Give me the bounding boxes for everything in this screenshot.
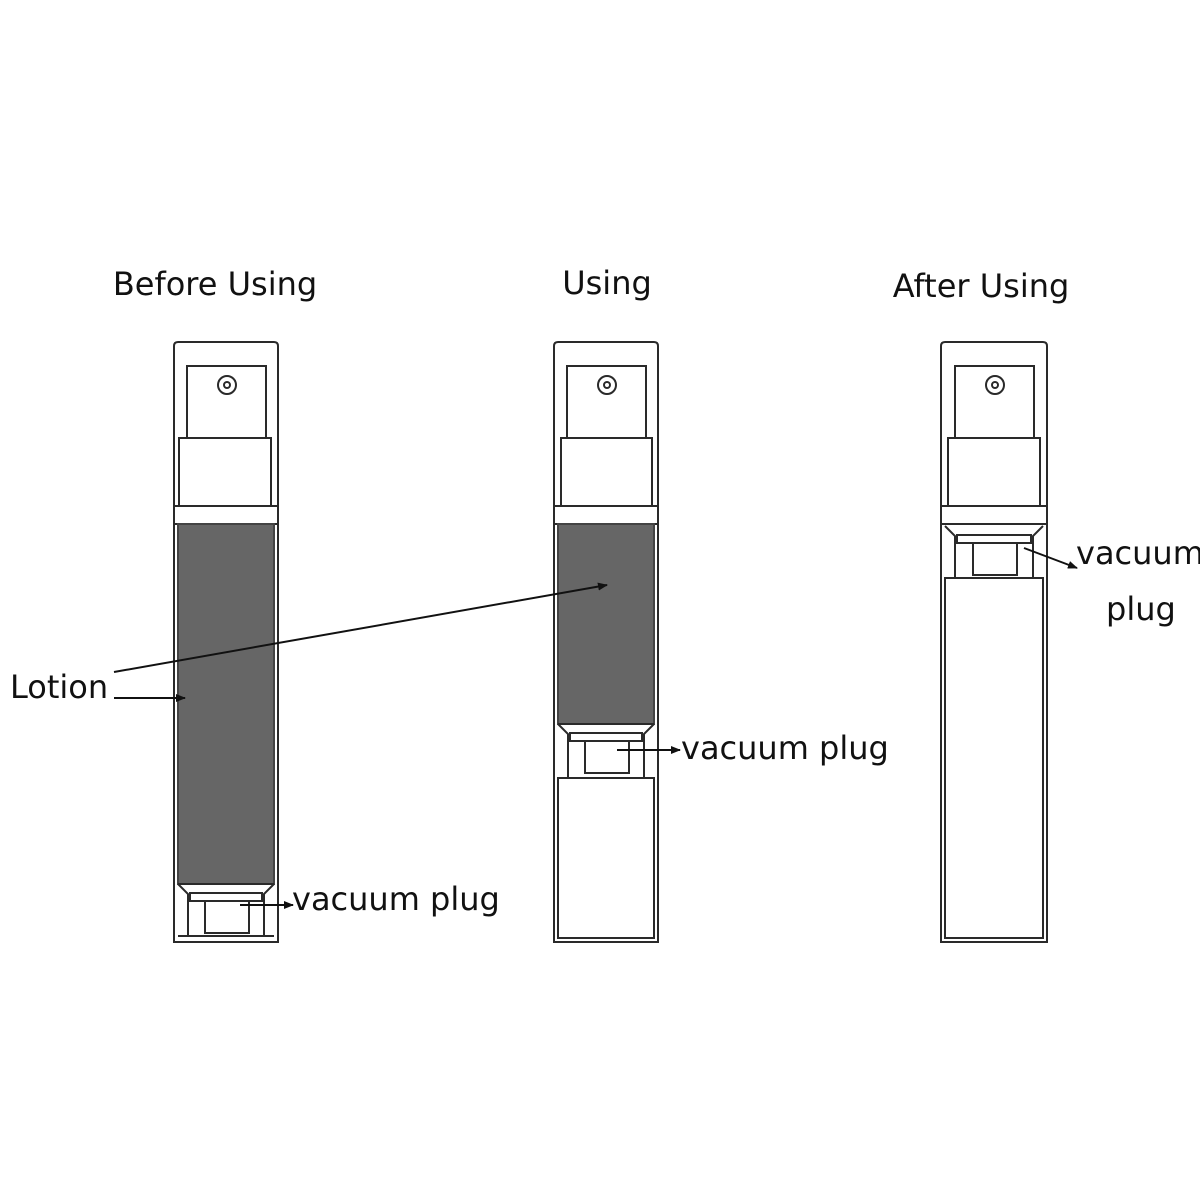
bottle-using [553,341,659,943]
bottle-before-using [173,341,279,943]
pump-collar [178,437,272,507]
nozzle-icon [217,375,237,395]
nozzle-hole [991,381,999,389]
pump-collar [947,437,1041,507]
vacuum-plug-before [177,883,275,937]
vacuum-plug-label-after-line1: vacuum [1076,534,1200,572]
nozzle-icon [597,375,617,395]
nozzle-icon [985,375,1005,395]
vacuum-plug-label-after-line2: plug [1106,590,1176,628]
nozzle-hole [223,381,231,389]
lotion-label: Lotion [10,668,108,706]
vacuum-plug-after [944,525,1044,579]
bottle-after-using [940,341,1048,943]
panel-title-using: Using [562,264,652,302]
vacuum-plug-label-using: vacuum plug [681,729,889,767]
lotion-fill [177,523,275,885]
nozzle-hole [603,381,611,389]
lotion-arrow-using [113,582,608,673]
plug-arrow-after [1023,547,1078,569]
panel-title-after: After Using [893,267,1070,305]
vacuum-plug-label-before: vacuum plug [292,880,500,918]
pump-head [186,365,267,439]
panel-title-before: Before Using [113,265,317,303]
pump-collar [560,437,653,507]
lotion-fill [557,523,655,725]
empty-chamber [944,577,1044,939]
empty-chamber [557,777,655,939]
